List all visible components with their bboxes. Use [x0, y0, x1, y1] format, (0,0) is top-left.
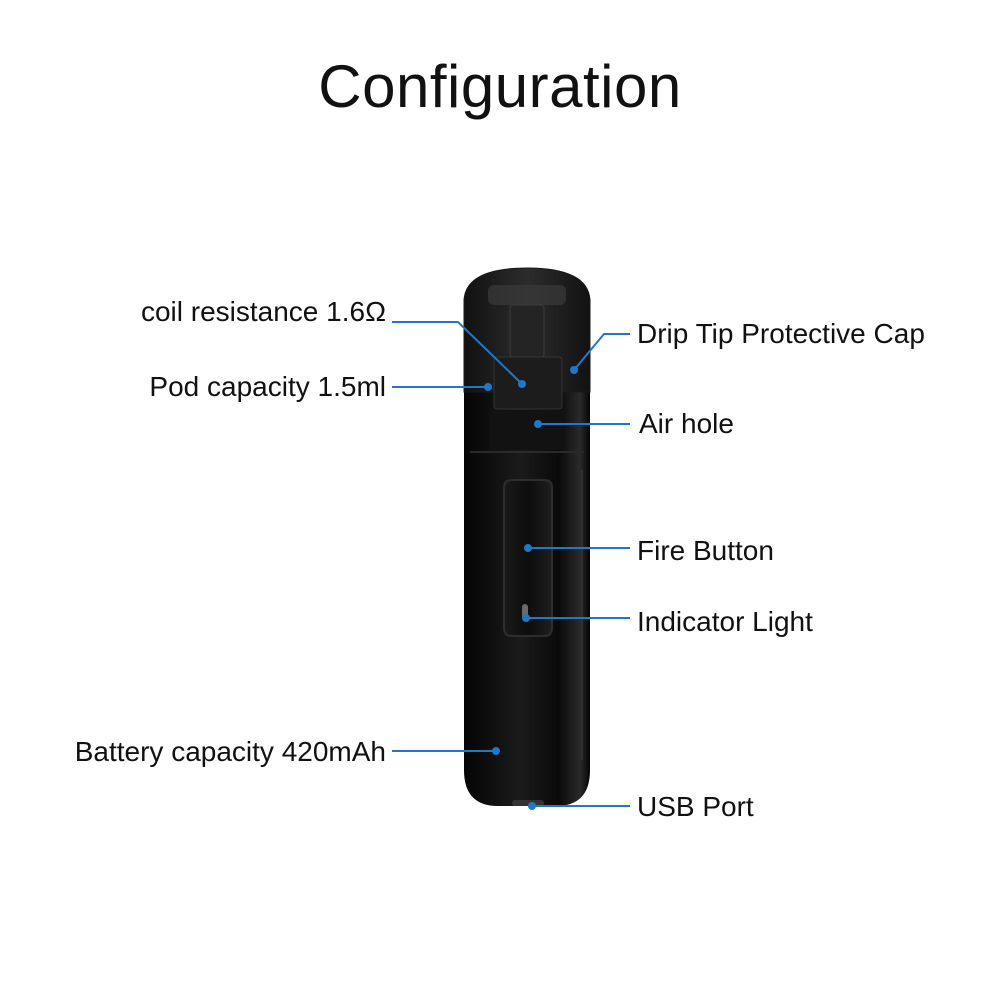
drip-tip	[509, 304, 545, 358]
mouthpiece-window	[488, 285, 566, 305]
pod-connector	[490, 410, 564, 450]
label-air-hole: Air hole	[639, 408, 734, 439]
pod-chamber	[493, 356, 563, 410]
callout-drip-tip-cap	[573, 333, 630, 371]
callout-dots	[484, 366, 578, 810]
label-coil-resistance: coil resistance 1.6Ω	[140, 296, 386, 327]
callout-lines	[392, 321, 630, 807]
page-title: Configuration	[318, 53, 682, 120]
callout-coil-resistance	[392, 321, 523, 385]
label-usb-port: USB Port	[637, 791, 754, 822]
label-indicator-light: Indicator Light	[637, 606, 813, 637]
label-battery-capacity: Battery capacity 420mAh	[74, 736, 386, 767]
label-pod-capacity: Pod capacity 1.5ml	[149, 371, 386, 402]
vape-device	[463, 267, 591, 806]
label-fire-button: Fire Button	[637, 535, 774, 566]
fire-button	[503, 479, 553, 637]
label-drip-tip-cap: Drip Tip Protective Cap	[637, 318, 925, 349]
usb-port	[512, 800, 544, 806]
